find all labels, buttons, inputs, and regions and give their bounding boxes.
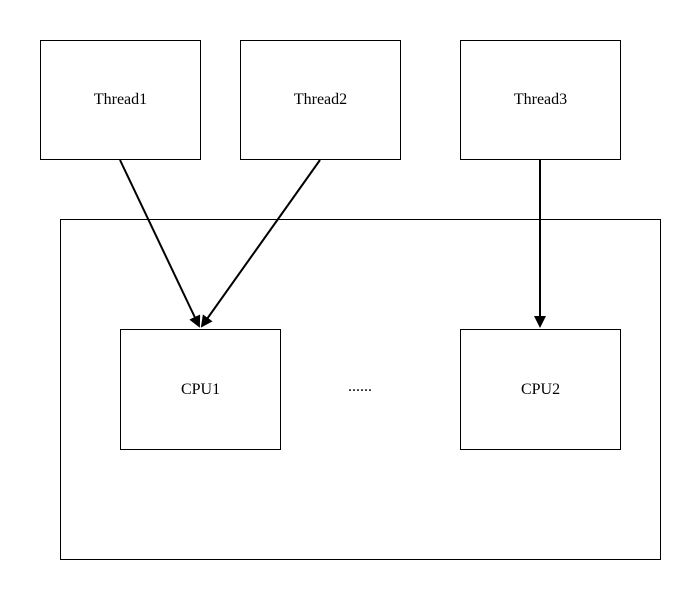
cpu1-box: CPU1	[120, 329, 281, 450]
thread2-label: Thread2	[293, 91, 348, 108]
thread1-label: Thread1	[93, 91, 148, 108]
thread3-label: Thread3	[513, 91, 568, 108]
cpu2-label: CPU2	[520, 380, 561, 398]
thread2-box: Thread2	[240, 40, 401, 160]
cpu2-box: CPU2	[460, 329, 621, 450]
cpu1-label: CPU1	[180, 380, 221, 398]
thread1-box: Thread1	[40, 40, 201, 160]
cpu-ellipsis: ......	[348, 378, 372, 395]
thread3-box: Thread3	[460, 40, 621, 160]
